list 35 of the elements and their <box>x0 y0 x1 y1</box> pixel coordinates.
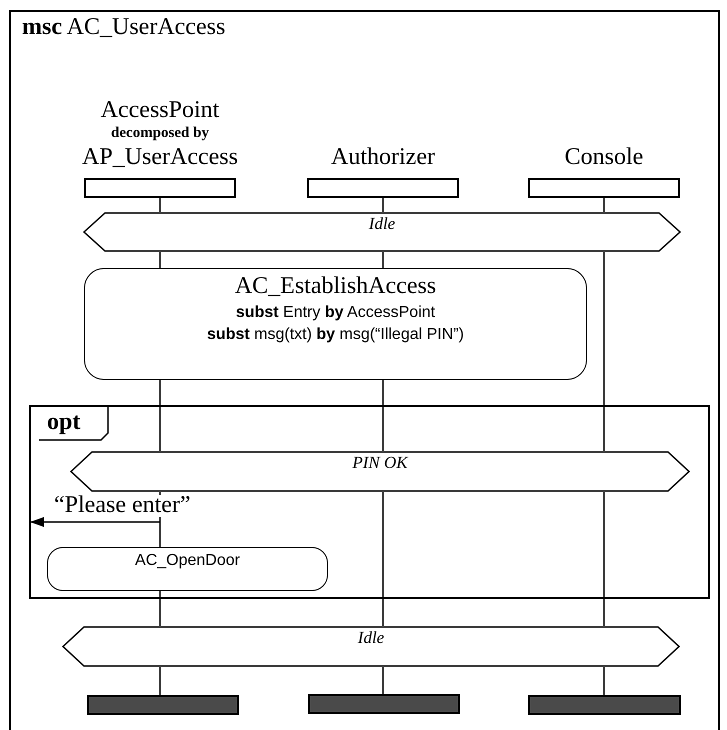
condition-label: Idle <box>368 214 396 234</box>
condition-label: Idle <box>358 628 384 648</box>
inline-frame <box>29 405 710 599</box>
instance-end-bar <box>308 694 460 714</box>
instance-end-bar <box>528 695 681 715</box>
instance-name: AP_UserAccess <box>82 144 238 170</box>
lifeline <box>603 492 605 626</box>
lifeline <box>159 252 161 268</box>
instance-name: Console <box>564 144 644 170</box>
lifeline <box>382 667 384 694</box>
diagram-title: msc AC_UserAccess <box>22 14 226 41</box>
instance-end-bar <box>87 695 239 715</box>
message-arrow <box>30 517 160 527</box>
reference-box <box>84 268 587 380</box>
lifeline <box>382 492 384 626</box>
reference-box <box>47 547 328 591</box>
lifeline <box>159 380 161 451</box>
lifeline <box>382 252 384 268</box>
reference-text: subst msg(txt) by msg(“Illegal PIN”) <box>207 326 464 344</box>
lifeline <box>159 591 161 626</box>
lifeline <box>603 667 605 695</box>
operator-label: opt <box>47 409 80 436</box>
instance-name: AccessPoint <box>100 96 220 124</box>
lifeline <box>382 380 384 451</box>
lifeline <box>603 252 605 451</box>
lifeline <box>159 198 161 212</box>
instance-name: decomposed by <box>111 125 209 142</box>
reference-text: subst Entry by AccessPoint <box>236 304 436 322</box>
lifeline <box>603 198 605 212</box>
condition-label: PIN OK <box>352 453 408 473</box>
lifeline <box>382 198 384 212</box>
instance-name: Authorizer <box>331 144 435 170</box>
reference-text: AC_EstablishAccess <box>234 273 436 301</box>
reference-text: AC_OpenDoor <box>135 552 240 570</box>
lifeline <box>159 667 161 695</box>
